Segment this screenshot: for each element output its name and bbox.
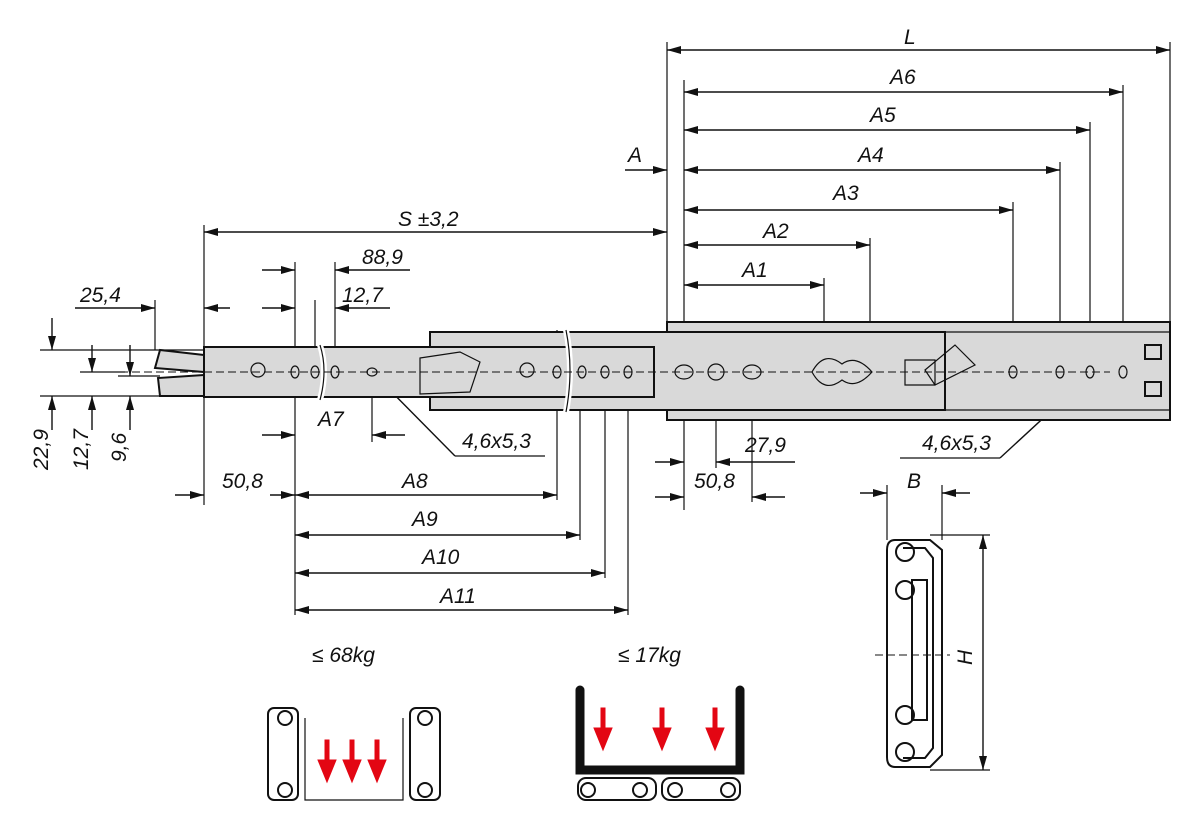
- label-22-9: 22,9: [30, 429, 53, 471]
- label-12-7-top: 12,7: [342, 284, 384, 307]
- label-A9: A9: [410, 508, 438, 531]
- label-A2: A2: [761, 220, 789, 243]
- cross-section: [875, 539, 950, 768]
- label-A11: A11: [438, 585, 476, 608]
- label-A4: A4: [856, 144, 884, 167]
- bottom-mount-illustration: [575, 685, 745, 801]
- side-mount-illustration: [267, 707, 441, 801]
- label-A: A: [626, 144, 642, 167]
- label-L: L: [904, 26, 916, 49]
- load-side-mount: ≤ 68kg: [312, 644, 375, 667]
- mounting-holes: [250, 344, 1128, 395]
- label-12-7-side: 12,7: [70, 428, 93, 470]
- label-88-9: 88,9: [362, 246, 403, 269]
- label-A7: A7: [316, 408, 345, 431]
- label-A3: A3: [831, 182, 859, 205]
- label-B: B: [907, 470, 921, 493]
- rail-tip: [153, 348, 205, 397]
- label-50-8-right: 50,8: [694, 470, 735, 493]
- label-A10: A10: [420, 546, 460, 569]
- label-A8: A8: [400, 470, 428, 493]
- load-bottom-mount: ≤ 17kg: [618, 644, 681, 667]
- load-arrows-side: [317, 739, 387, 784]
- label-50-8-left: 50,8: [222, 470, 263, 493]
- slide-rail: [120, 321, 1171, 421]
- label-25-4: 25,4: [79, 284, 121, 307]
- dimension-labels: L A6 A5 A4 A3 A2 A1 A S ±3,2 88,9 12,7 2…: [30, 26, 991, 667]
- label-27-9: 27,9: [744, 434, 786, 457]
- label-9-6: 9,6: [108, 432, 131, 462]
- label-hole-left: 4,6x5,3: [462, 430, 531, 453]
- label-A5: A5: [868, 104, 896, 127]
- label-A1: A1: [740, 259, 768, 282]
- load-arrows-bottom: [593, 707, 725, 752]
- label-H: H: [954, 649, 977, 665]
- label-A6: A6: [888, 66, 916, 89]
- label-S: S ±3,2: [398, 208, 459, 231]
- label-hole-right: 4,6x5,3: [922, 432, 991, 455]
- dimension-lines: [40, 42, 1171, 771]
